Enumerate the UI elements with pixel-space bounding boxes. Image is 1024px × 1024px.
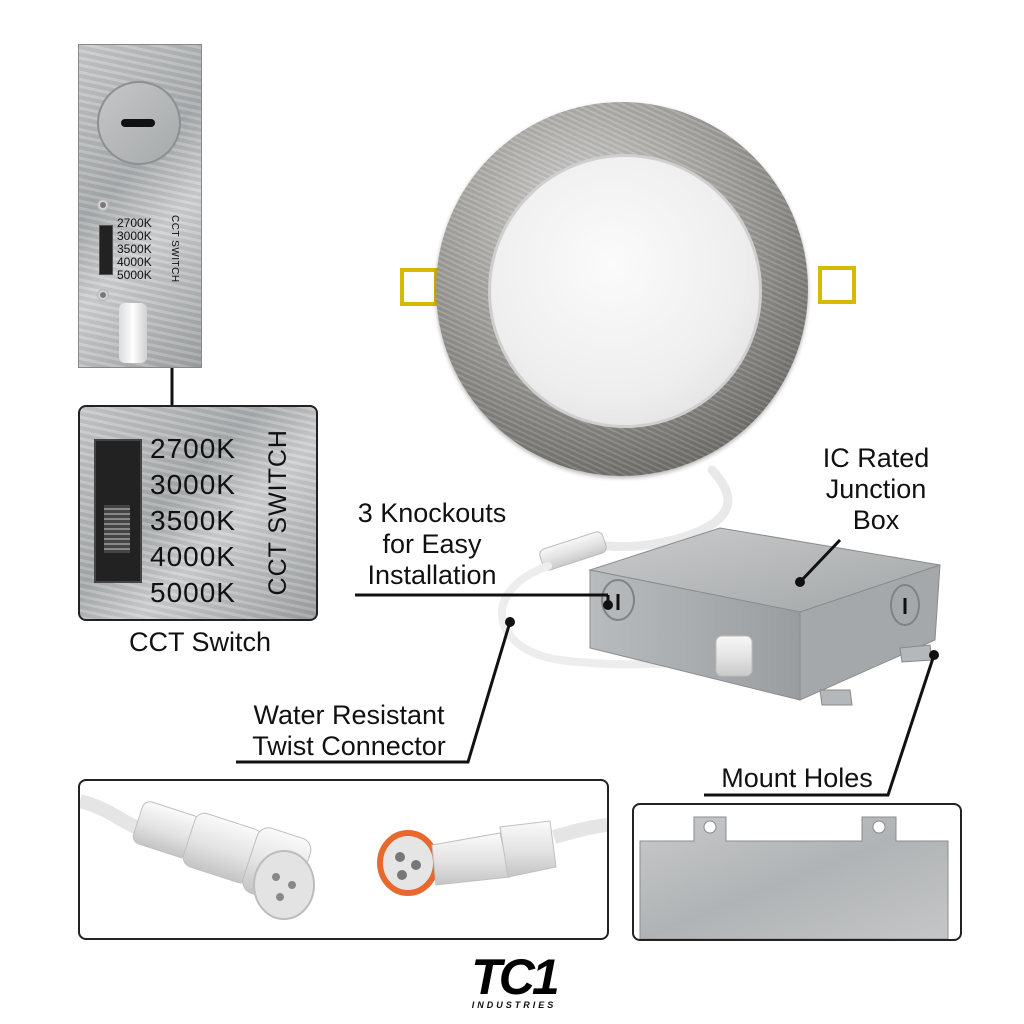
mount-holes-image xyxy=(639,816,949,939)
fixture-cable xyxy=(595,465,733,552)
screw-icon xyxy=(97,199,109,211)
cct-option: 3500K xyxy=(150,505,236,536)
plate-cable xyxy=(119,303,147,363)
cct-values-list: 2700K 3000K 3500K 4000K 5000K xyxy=(150,431,236,611)
cct-switch-label: CCT Switch xyxy=(128,627,272,657)
cct-switch-body xyxy=(94,439,142,583)
cct-zoom-panel: 2700K 3000K 3500K 4000K 5000K CCT SWITCH xyxy=(78,405,318,621)
back-plate: 2700K 3000K 3500K 4000K 5000K CCT SWITCH xyxy=(78,44,202,368)
plate-cct-option: 3500K xyxy=(117,242,152,256)
cct-option: 2700K xyxy=(150,433,236,464)
fixture-trim xyxy=(436,102,808,476)
leader-water-resistant xyxy=(236,621,512,764)
leader-ic-rated xyxy=(798,538,842,584)
knockouts-label: 3 Knockouts for Easy Installation xyxy=(332,498,532,591)
mount-holes-label: Mount Holes xyxy=(721,763,873,793)
plate-cct-option: 3000K xyxy=(117,229,152,243)
knockout-right xyxy=(890,584,920,626)
inline-twist-connector xyxy=(539,531,607,571)
male-cable xyxy=(80,794,143,836)
spring-clip-left xyxy=(400,268,438,306)
water-resistant-line: Twist Connector xyxy=(252,731,446,761)
cct-option: 3000K xyxy=(150,469,236,500)
knockout-left xyxy=(601,579,635,621)
mount-plate xyxy=(639,816,949,939)
screw-icon xyxy=(97,289,109,301)
plate-cct-switch xyxy=(99,225,113,275)
mount-hole xyxy=(703,820,717,834)
leader-mount-holes xyxy=(704,654,936,797)
plate-cct-option: 5000K xyxy=(117,268,152,282)
mount-hole xyxy=(872,820,886,834)
connector-detail-panel xyxy=(78,779,609,940)
cct-option: 4000K xyxy=(150,541,236,572)
ic-rated-line: Junction xyxy=(825,474,927,504)
fixture-lens xyxy=(488,154,762,428)
water-resistant-label: Water Resistant Twist Connector xyxy=(222,700,476,762)
plate-cct-title: CCT SWITCH xyxy=(169,215,180,283)
knockout-slot xyxy=(121,119,155,127)
knockouts-line: for Easy xyxy=(382,529,482,559)
female-cable xyxy=(552,818,607,844)
ic-rated-line: IC Rated xyxy=(822,443,930,473)
cct-switch-title: CCT SWITCH xyxy=(264,429,292,596)
female-connector xyxy=(377,820,557,896)
ic-rated-line: Box xyxy=(852,505,900,535)
spring-clip-right xyxy=(818,266,856,304)
ic-rated-label: IC Rated Junction Box xyxy=(800,443,952,536)
mount-tab-side xyxy=(899,644,933,663)
tc1-logo: TC1 xyxy=(471,949,559,1005)
connector-detail-image xyxy=(80,794,607,920)
knockouts-line: Installation xyxy=(367,560,497,590)
plate-cct-list: 2700K 3000K 3500K 4000K 5000K xyxy=(117,217,152,282)
knockout-cover xyxy=(97,81,181,165)
water-resistant-line: Water Resistant xyxy=(253,700,445,730)
male-pin-face xyxy=(253,850,315,920)
cct-option: 5000K xyxy=(150,577,236,608)
junction-box xyxy=(588,527,941,706)
mount-holes-detail-panel xyxy=(632,803,962,941)
plate-cct-option: 2700K xyxy=(117,216,152,230)
knockouts-line: 3 Knockouts xyxy=(357,498,507,528)
mount-tab-front xyxy=(819,689,853,706)
logo-subtitle: INDUSTRIES xyxy=(471,1000,557,1010)
plate-cct-option: 4000K xyxy=(117,255,152,269)
cct-switch-knob xyxy=(104,505,130,553)
